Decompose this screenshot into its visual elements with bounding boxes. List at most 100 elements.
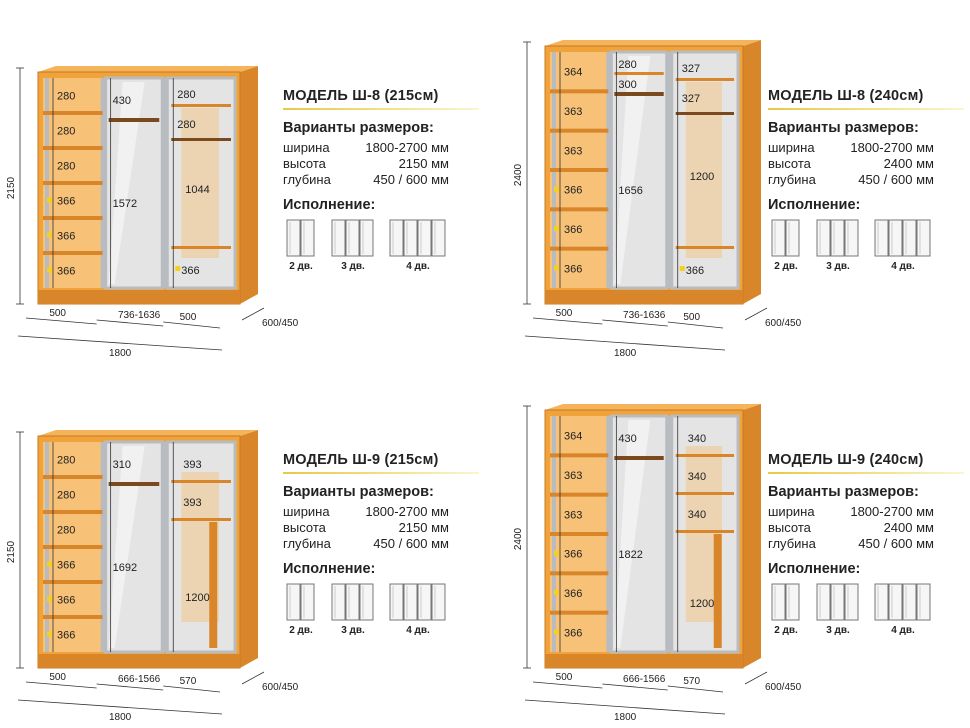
- total-width-line: [17, 699, 223, 715]
- handle-marker: [47, 596, 52, 602]
- dimension-label: ширина: [768, 504, 815, 519]
- height-label: 2400: [513, 527, 524, 550]
- handle-marker: [47, 561, 52, 567]
- shelf: [171, 518, 231, 521]
- right-dimension-label: 366: [181, 265, 199, 277]
- side-panel: [743, 404, 761, 668]
- wardrobe-drawing: 3643633633663663662803001656327327120036…: [513, 40, 802, 359]
- right-interior: [181, 108, 219, 258]
- total-width-line: [524, 699, 726, 715]
- shelf: [675, 530, 734, 533]
- dimension-row-height: высота 2400 мм: [768, 520, 934, 536]
- total-width-line: [17, 335, 223, 351]
- door-panel: [359, 583, 374, 621]
- dimension-label: глубина: [768, 172, 816, 187]
- handle-marker: [554, 550, 559, 556]
- shelf-dimension-label: 366: [564, 588, 582, 600]
- width-section-line: [96, 683, 164, 691]
- width-section-line: [532, 317, 603, 325]
- shelf: [43, 475, 103, 479]
- door-option-4: 4 дв.: [874, 583, 932, 636]
- title-underline: [768, 108, 964, 110]
- door-option-4: 4 дв.: [389, 219, 447, 272]
- vertical-divider: [209, 522, 218, 648]
- door-panel: [844, 583, 859, 621]
- door-panel: [902, 583, 917, 621]
- dimension-value: 2400 мм: [883, 156, 934, 171]
- door-option-label: 3 дв.: [341, 625, 365, 636]
- handle-marker: [47, 197, 52, 203]
- top-panel: [545, 40, 761, 46]
- shelf-dimension-label: 366: [564, 263, 582, 275]
- three-door-icon: [331, 583, 374, 621]
- door-panel: [431, 219, 446, 257]
- shelf-dimension-label: 280: [57, 126, 75, 138]
- right-dimension-label: 327: [682, 63, 700, 75]
- shelf: [550, 610, 609, 615]
- four-door-icon: [389, 583, 446, 621]
- right-dimension-label: 1200: [690, 598, 714, 610]
- mirror-reflection: [614, 56, 651, 284]
- variants-title: Варианты размеров:: [283, 120, 434, 136]
- shelf-dimension-label: 363: [564, 509, 582, 521]
- right-dimension-label: 393: [183, 459, 201, 471]
- shelf-dimension-label: 364: [564, 67, 582, 79]
- width-section-label: 570: [683, 676, 700, 687]
- door-panel: [785, 219, 800, 257]
- middle-dimension-label: 280: [618, 59, 636, 71]
- height-label: 2150: [6, 540, 17, 563]
- depth-dimension-line: [241, 307, 265, 321]
- mirror-door-right: [165, 440, 237, 654]
- handle-marker: [554, 629, 559, 635]
- width-section-label: 666-1566: [623, 674, 666, 685]
- middle-dimension-label: 430: [113, 95, 131, 107]
- door-option-2: 2 дв.: [286, 219, 316, 272]
- width-section-line: [667, 685, 724, 693]
- shelf: [171, 480, 231, 483]
- dimension-label: ширина: [283, 504, 330, 519]
- door-option-label: 2 дв.: [774, 625, 798, 636]
- model-title: МОДЕЛЬ Ш-8 (240см): [768, 88, 924, 104]
- model-info: МОДЕЛЬ Ш-8 (215см) Варианты размеров: ши…: [283, 88, 483, 275]
- two-door-icon: [286, 219, 315, 257]
- dimension-value: 450 / 600 мм: [858, 172, 934, 187]
- shelf-dimension-label: 366: [57, 266, 75, 278]
- wardrobe-drawing: 2802802803663663664301572280280104436621…: [6, 66, 299, 359]
- three-door-icon: [331, 219, 374, 257]
- hanging-rail: [675, 112, 734, 115]
- shelf-dimension-label: 366: [57, 560, 75, 572]
- handle-marker: [47, 631, 52, 637]
- door-panel: [300, 219, 315, 257]
- depth-dimension-line: [744, 307, 768, 321]
- shelf: [43, 146, 103, 150]
- depth-label: 600/450: [765, 318, 802, 329]
- dimensions-list: ширина 1800-2700 мм высота 2150 мм глуби…: [283, 140, 483, 188]
- shelf-dimension-label: 280: [57, 91, 75, 103]
- door-panel: [345, 219, 360, 257]
- depth-dimension-line: [241, 671, 265, 685]
- plinth: [545, 290, 743, 304]
- plinth: [38, 654, 240, 668]
- execution-title: Исполнение:: [768, 561, 861, 577]
- door-option-3: 3 дв.: [331, 219, 375, 272]
- depth-dimension-line: [744, 671, 768, 685]
- shelf: [550, 89, 609, 94]
- width-section-line: [163, 685, 221, 693]
- shelf: [43, 251, 103, 255]
- dimension-row-width: ширина 1800-2700 мм: [768, 140, 934, 156]
- shelf: [171, 246, 231, 249]
- shelf-dimension-label: 366: [57, 231, 75, 243]
- door-panel: [417, 219, 432, 257]
- shelf-dimension-label: 363: [564, 470, 582, 482]
- width-section-label: 666-1566: [118, 674, 161, 685]
- shelf-dimension-label: 366: [57, 595, 75, 607]
- door-options: 2 дв. 3 дв. 4 дв.: [283, 583, 483, 639]
- mirror-reflection: [108, 446, 145, 648]
- dimension-value: 450 / 600 мм: [858, 536, 934, 551]
- dimension-label: глубина: [283, 536, 331, 551]
- shelf: [550, 492, 609, 497]
- shelf-dimension-label: 366: [57, 196, 75, 208]
- door-panel: [771, 583, 786, 621]
- door-frame-divider: [667, 52, 672, 288]
